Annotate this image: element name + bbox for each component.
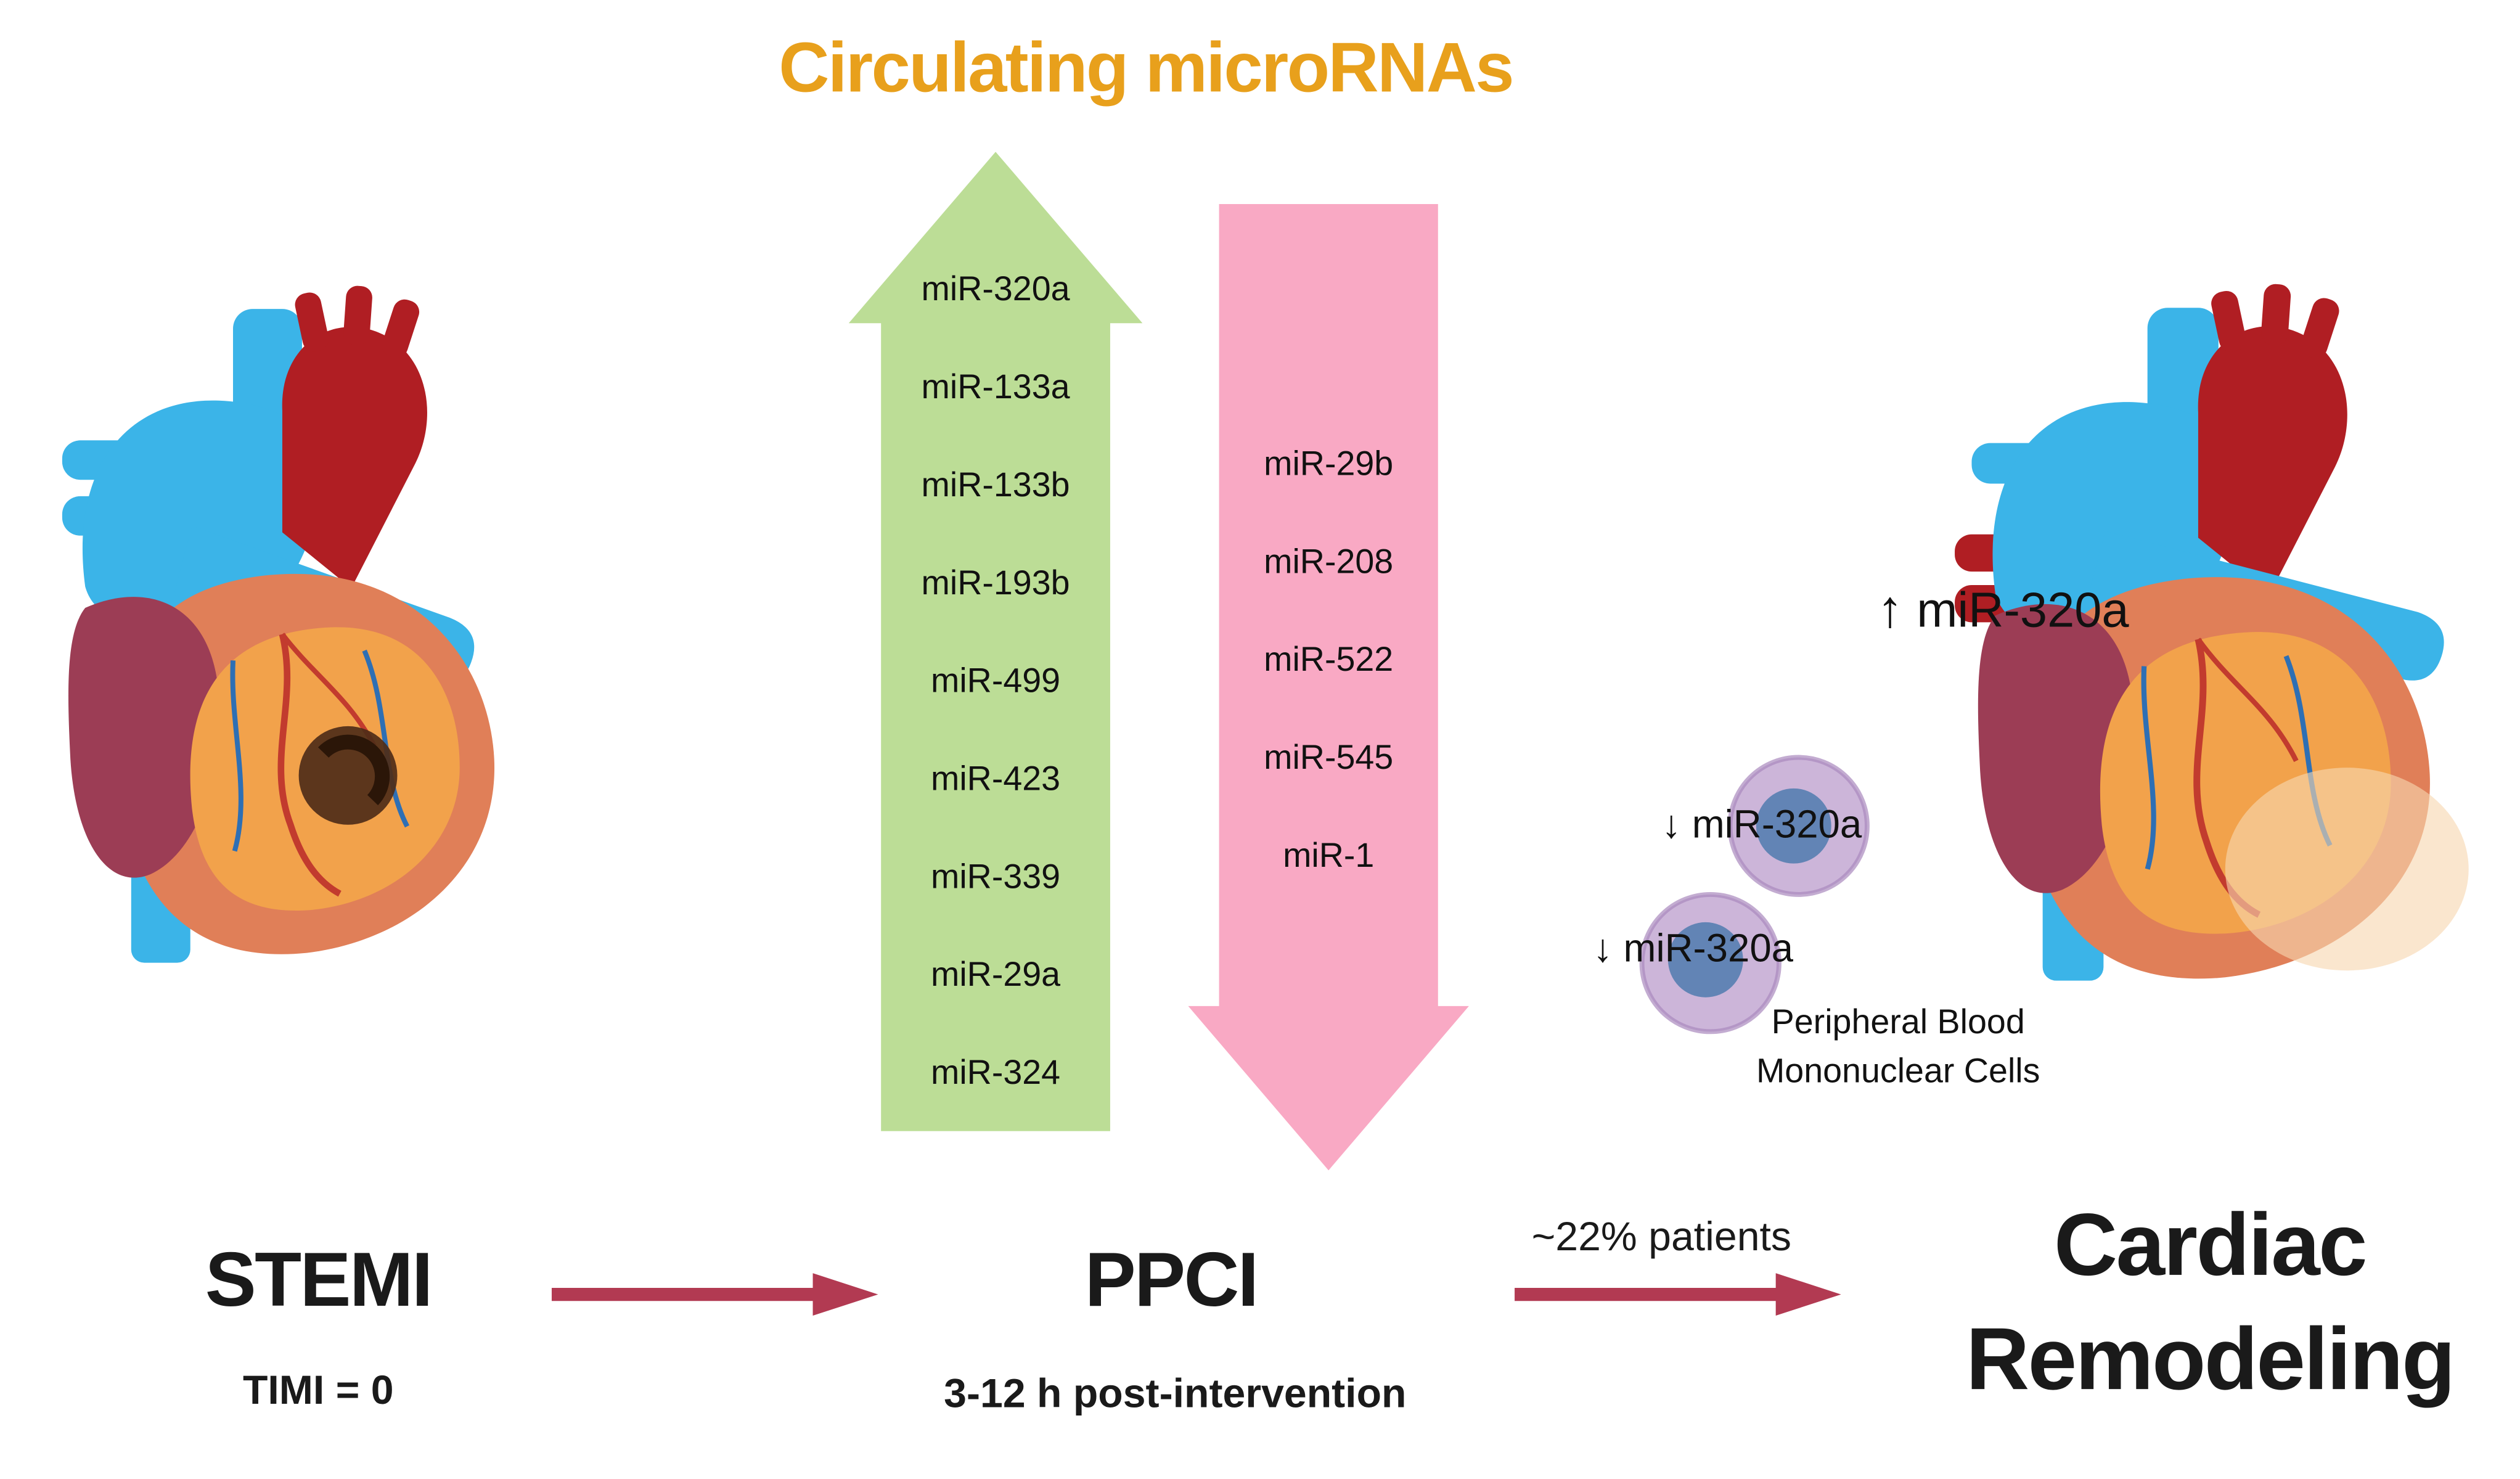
outcome-line2: Remodeling	[1966, 1311, 2455, 1409]
mirna-item-up: miR-133a	[921, 369, 1070, 407]
pbmc-caption: Peripheral Blood Mononuclear Cells	[1694, 999, 2102, 1097]
right-heart-mirna-text: miR-320a	[1917, 584, 2129, 639]
mirna-item-up: miR-29a	[930, 956, 1061, 994]
mirna-item-up: miR-320a	[921, 271, 1070, 309]
mirna-item-up: miR-324	[930, 1054, 1061, 1092]
infarcted-heart-illustration	[36, 281, 545, 974]
mirna-item-down: miR-1	[1283, 837, 1375, 875]
mirna-item-up: miR-423	[930, 760, 1061, 798]
ppci-sub-label: 3-12 h post-intervention	[944, 1371, 1407, 1417]
heart-icon	[62, 285, 495, 963]
remodeled-heart-illustration	[1923, 281, 2490, 991]
pbmc-mirna-label-1: ↓ miR-320a	[1661, 803, 1862, 848]
patients-percentage-label: ~22% patients	[1531, 1214, 1792, 1261]
mirna-item-up: miR-339	[930, 858, 1061, 896]
ppci-label: PPCI	[1084, 1235, 1259, 1322]
up-arrow-icon: ↑	[1876, 579, 1904, 639]
flow-arrow-icon-2	[1515, 1273, 1841, 1316]
stemi-label: STEMI	[205, 1235, 433, 1322]
pbmc-caption-line2: Mononuclear Cells	[1756, 1052, 2040, 1091]
mirna-item-down: miR-29b	[1264, 445, 1394, 483]
mirna-item-up: miR-133b	[921, 467, 1070, 505]
pbmc-caption-line1: Peripheral Blood	[1771, 1004, 2025, 1042]
mirna-item-up: miR-499	[930, 662, 1061, 700]
right-heart-mirna-label: ↑ miR-320a	[1877, 580, 2301, 640]
cardiac-remodeling-label: Cardiac Remodeling	[1923, 1189, 2497, 1417]
mirna-item-up: miR-193b	[921, 565, 1070, 602]
down-arrow-mirna-list: miR-29b miR-208 miR-522 miR-545 miR-1	[1188, 203, 1469, 1171]
pbmc-cells-icon	[1639, 755, 1870, 1034]
mirna-item-down: miR-522	[1264, 641, 1394, 679]
mirna-item-down: miR-208	[1264, 543, 1394, 581]
diagram-title: Circulating microRNAs	[779, 29, 1514, 108]
flow-arrow-icon-1	[551, 1273, 878, 1316]
heart-icon	[1955, 284, 2469, 981]
timi-label: TIMI = 0	[242, 1367, 394, 1414]
pbmc-mirna-label-2: ↓ miR-320a	[1593, 927, 1794, 972]
outcome-line1: Cardiac	[2053, 1196, 2368, 1295]
up-arrow-mirna-list: miR-320a miR-133a miR-133b miR-193b miR-499 m…	[848, 152, 1143, 1131]
mirna-item-down: miR-545	[1264, 739, 1394, 777]
